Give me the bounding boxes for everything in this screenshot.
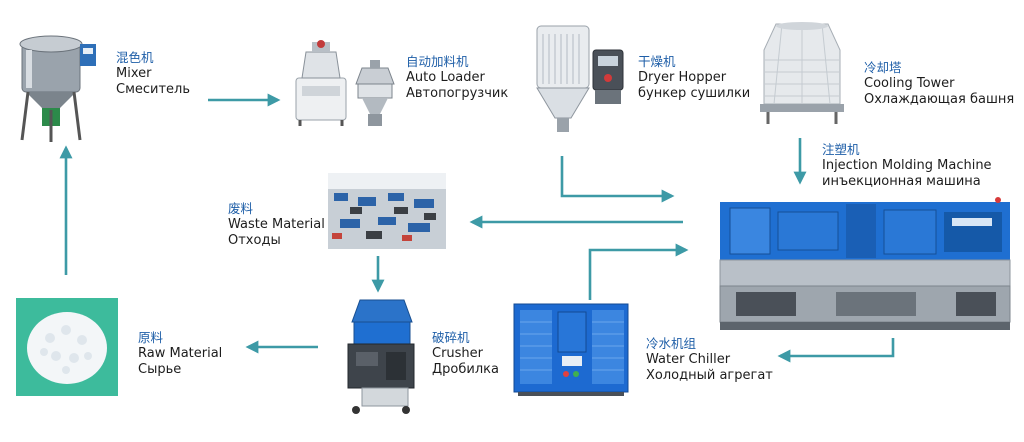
arrow-injection-to-chiller bbox=[777, 338, 895, 363]
mixer-image bbox=[19, 35, 96, 142]
auto-loader-image bbox=[295, 40, 395, 126]
water-chiller-image bbox=[513, 303, 629, 396]
auto-loader-ru: Автопогрузчик bbox=[406, 86, 509, 101]
mixer-zh: 混色机 bbox=[116, 50, 154, 65]
crusher-zh: 破碎机 bbox=[432, 330, 470, 345]
dryer-hopper-label: 干燥机 Dryer Hopper бункер сушилки bbox=[638, 54, 750, 102]
raw-material-ru: Сырье bbox=[138, 362, 182, 377]
injection-machine-en: Injection Molding Machine bbox=[822, 158, 992, 173]
cooling-tower-zh: 冷却塔 bbox=[864, 60, 902, 75]
arrow-dryer-to-injection bbox=[560, 156, 675, 203]
water-chiller-en: Water Chiller bbox=[646, 352, 731, 367]
waste-material-en: Waste Material bbox=[228, 217, 325, 232]
injection-machine-label: 注塑机 Injection Molding Machine инъекционн… bbox=[822, 142, 992, 190]
raw-material-image bbox=[16, 298, 118, 396]
raw-material-en: Raw Material bbox=[138, 346, 223, 361]
crusher-en: Crusher bbox=[432, 346, 484, 361]
dryer-hopper-image bbox=[536, 25, 624, 132]
water-chiller-label: 冷水机组 Water Chiller Холодный агрегат bbox=[646, 336, 773, 384]
water-chiller-zh: 冷水机组 bbox=[646, 336, 697, 351]
mixer-en: Mixer bbox=[116, 66, 152, 81]
arrow-chiller-to-injection bbox=[588, 243, 689, 300]
cooling-tower-en: Cooling Tower bbox=[864, 76, 955, 91]
auto-loader-en: Auto Loader bbox=[406, 70, 485, 85]
crusher-image bbox=[347, 299, 415, 414]
injection-machine-image bbox=[719, 197, 1011, 330]
raw-material-zh: 原料 bbox=[138, 330, 164, 345]
waste-material-zh: 废料 bbox=[228, 201, 254, 216]
cooling-tower-image bbox=[760, 22, 844, 124]
mixer-label: 混色机 Mixer Смеситель bbox=[116, 50, 190, 98]
auto-loader-zh: 自动加料机 bbox=[406, 54, 469, 69]
mixer-ru: Смеситель bbox=[116, 82, 191, 97]
auto-loader-label: 自动加料机 Auto Loader Автопогрузчик bbox=[406, 54, 508, 102]
crusher-label: 破碎机 Crusher Дробилка bbox=[432, 330, 499, 378]
injection-machine-ru: инъекционная машина bbox=[822, 174, 981, 189]
cooling-tower-label: 冷却塔 Cooling Tower Охлаждающая башня bbox=[864, 60, 1014, 108]
dryer-hopper-en: Dryer Hopper bbox=[638, 70, 727, 85]
injection-machine-zh: 注塑机 bbox=[822, 142, 860, 157]
crusher-ru: Дробилка bbox=[432, 362, 499, 377]
dryer-hopper-zh: 干燥机 bbox=[638, 54, 676, 69]
raw-material-label: 原料 Raw Material Сырье bbox=[138, 330, 222, 378]
dryer-hopper-ru: бункер сушилки bbox=[638, 86, 751, 101]
cooling-tower-ru: Охлаждающая башня bbox=[864, 92, 1015, 107]
waste-material-label: 废料 Waste Material Отходы bbox=[228, 201, 325, 249]
water-chiller-ru: Холодный агрегат bbox=[646, 368, 773, 383]
waste-material-ru: Отходы bbox=[228, 233, 281, 248]
waste-material-image bbox=[328, 173, 446, 249]
